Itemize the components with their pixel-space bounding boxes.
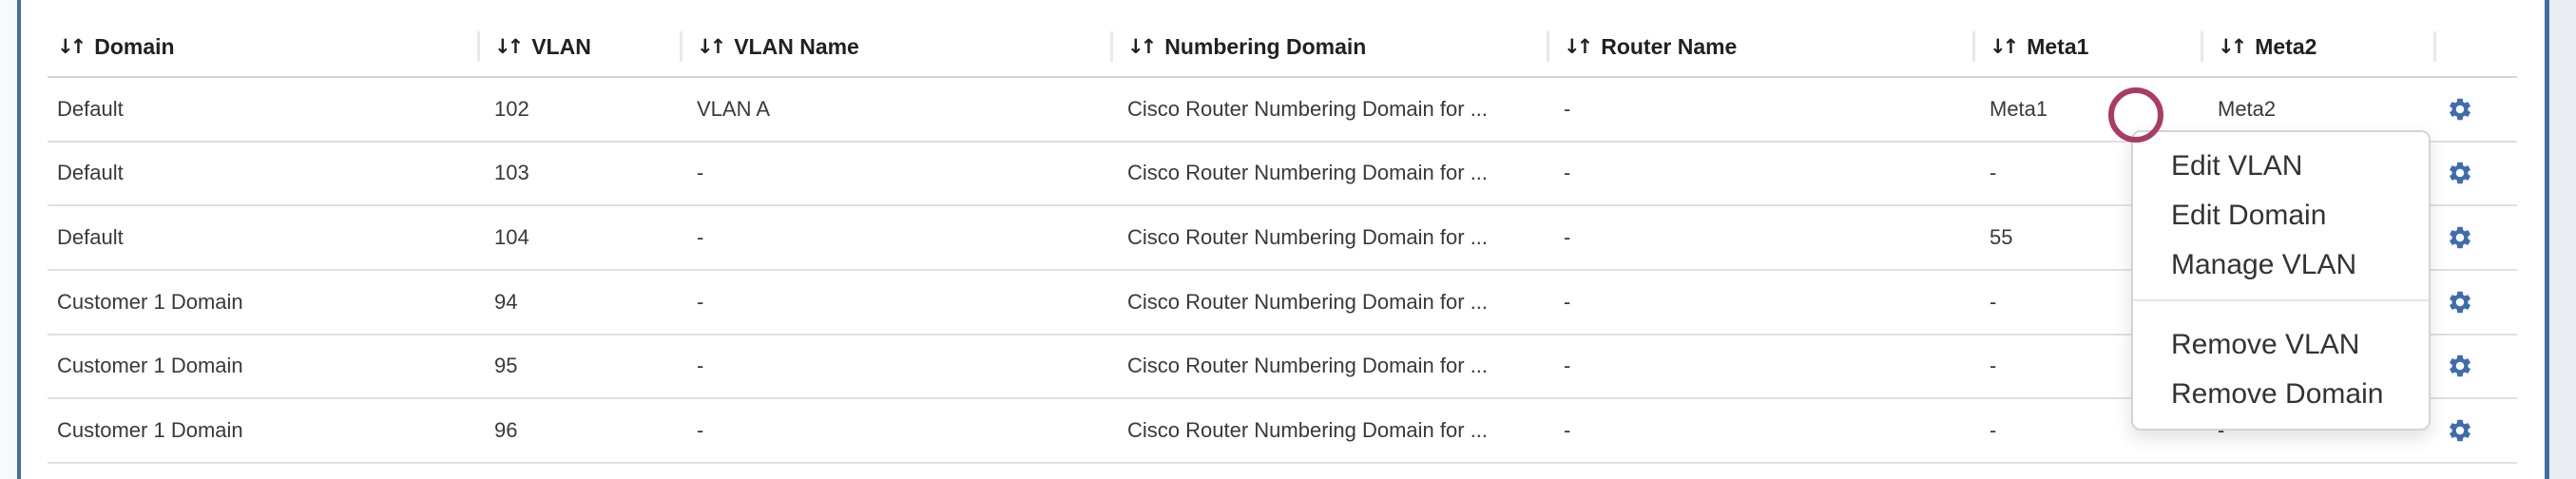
gear-icon <box>2450 163 2470 184</box>
cell-meta1: - <box>1990 418 1997 443</box>
row-actions-context-menu: Edit VLAN Edit Domain Manage VLAN Remove… <box>2131 130 2431 431</box>
column-header-label: Numbering Domain <box>1164 33 1367 59</box>
cell-vlan: 95 <box>494 354 518 378</box>
cell-domain: Customer 1 Domain <box>57 289 243 314</box>
sort-icon: ↓↑ <box>1127 35 1157 58</box>
column-header-numbering-domain[interactable]: ↓↑ Numbering Domain <box>1110 0 1547 76</box>
row-actions-gear-button[interactable] <box>2447 289 2473 316</box>
cell-meta1: Meta1 <box>1990 96 2048 121</box>
panel-left-border <box>17 0 21 479</box>
menu-item-edit-vlan[interactable]: Edit VLAN <box>2171 150 2303 182</box>
cell-domain: Default <box>57 96 124 121</box>
cell-router-name: - <box>1564 354 1571 378</box>
table-row: Customer 1 Domain 96 - Cisco Router Numb… <box>48 399 2517 464</box>
column-header-label: Meta1 <box>2027 33 2089 59</box>
cell-vlan: 96 <box>494 418 518 443</box>
cell-actions <box>2433 399 2517 462</box>
cell-actions <box>2433 206 2517 269</box>
sort-icon: ↓↑ <box>697 35 726 58</box>
cell-numbering-domain: Cisco Router Numbering Domain for ... <box>1127 225 1489 250</box>
cell-meta1: 55 <box>1990 225 2013 250</box>
menu-item-remove-vlan[interactable]: Remove VLAN <box>2171 329 2360 360</box>
cell-vlan-name: - <box>697 289 704 314</box>
table-row: Customer 1 Domain 94 - Cisco Router Numb… <box>48 271 2517 335</box>
cell-router-name: - <box>1564 96 1571 121</box>
cell-vlan-name: - <box>697 225 704 250</box>
cell-actions <box>2433 78 2517 141</box>
menu-item-edit-domain[interactable]: Edit Domain <box>2171 200 2327 231</box>
column-header-label: Router Name <box>1601 33 1738 59</box>
column-header-label: Meta2 <box>2255 33 2317 59</box>
cell-numbering-domain: Cisco Router Numbering Domain for ... <box>1127 96 1489 121</box>
sort-icon: ↓↑ <box>2218 35 2247 58</box>
gear-icon <box>2450 419 2470 442</box>
vlan-table: ↓↑ Domain ↓↑ VLAN ↓↑ VLAN Name ↓↑ Number… <box>48 0 2517 464</box>
cell-meta1: - <box>1990 161 1997 185</box>
column-header-vlan-name[interactable]: ↓↑ VLAN Name <box>680 0 1110 76</box>
table-row: Default 102 VLAN A Cisco Router Numberin… <box>48 78 2517 143</box>
cell-actions <box>2433 143 2517 205</box>
row-actions-gear-button[interactable] <box>2447 160 2473 186</box>
row-actions-gear-button[interactable] <box>2447 224 2473 251</box>
cell-vlan: 103 <box>494 161 529 185</box>
cell-vlan-name: - <box>697 161 704 185</box>
sort-icon: ↓↑ <box>494 35 524 58</box>
cell-meta1: - <box>1990 354 1997 378</box>
column-header-vlan[interactable]: ↓↑ VLAN <box>477 0 680 76</box>
cell-vlan: 102 <box>494 96 529 121</box>
cell-vlan-name: - <box>697 354 704 378</box>
cell-vlan: 94 <box>494 289 518 314</box>
cell-router-name: - <box>1564 418 1571 443</box>
cell-actions <box>2433 271 2517 334</box>
page-left-margin <box>0 0 17 479</box>
table-row: Customer 1 Domain 95 - Cisco Router Numb… <box>48 335 2517 400</box>
menu-item-remove-domain[interactable]: Remove Domain <box>2171 378 2384 410</box>
annotation-circle <box>2108 87 2163 143</box>
menu-item-manage-vlan[interactable]: Manage VLAN <box>2171 249 2357 280</box>
table-row: Default 103 - Cisco Router Numbering Dom… <box>48 143 2517 207</box>
gear-icon <box>2450 98 2470 121</box>
cell-numbering-domain: Cisco Router Numbering Domain for ... <box>1127 161 1489 185</box>
column-header-label: VLAN Name <box>734 33 859 59</box>
cell-domain: Customer 1 Domain <box>57 418 243 443</box>
column-header-actions <box>2433 0 2517 76</box>
cell-router-name: - <box>1564 225 1571 250</box>
cell-vlan-name: - <box>697 418 704 443</box>
cell-router-name: - <box>1564 289 1571 314</box>
table-header-row: ↓↑ Domain ↓↑ VLAN ↓↑ VLAN Name ↓↑ Number… <box>48 0 2517 78</box>
sort-icon: ↓↑ <box>57 35 87 58</box>
column-header-meta1[interactable]: ↓↑ Meta1 <box>1972 0 2201 76</box>
panel-right-border <box>2545 0 2549 479</box>
gear-icon <box>2450 291 2470 313</box>
row-actions-gear-button[interactable] <box>2447 353 2473 379</box>
cell-meta1: - <box>1990 289 1997 314</box>
gear-icon <box>2450 355 2470 377</box>
sort-icon: ↓↑ <box>1564 35 1593 58</box>
row-actions-gear-button[interactable] <box>2447 96 2473 123</box>
row-actions-gear-button[interactable] <box>2447 417 2473 444</box>
menu-divider <box>2133 299 2429 301</box>
cell-domain: Default <box>57 225 124 250</box>
column-header-meta2[interactable]: ↓↑ Meta2 <box>2201 0 2433 76</box>
cell-router-name: - <box>1564 161 1571 185</box>
table-row: Default 104 - Cisco Router Numbering Dom… <box>48 206 2517 271</box>
cell-numbering-domain: Cisco Router Numbering Domain for ... <box>1127 289 1489 314</box>
gear-icon <box>2450 226 2470 249</box>
cell-meta2: Meta2 <box>2218 96 2277 121</box>
page-right-gutter <box>2549 0 2576 479</box>
cell-numbering-domain: Cisco Router Numbering Domain for ... <box>1127 418 1489 443</box>
sort-icon: ↓↑ <box>1990 35 2019 58</box>
cell-domain: Default <box>57 161 124 185</box>
column-header-label: Domain <box>94 33 175 59</box>
cell-vlan-name: VLAN A <box>697 96 771 121</box>
column-header-domain[interactable]: ↓↑ Domain <box>48 0 477 76</box>
column-header-label: VLAN <box>531 33 591 59</box>
column-header-router-name[interactable]: ↓↑ Router Name <box>1547 0 1972 76</box>
cell-domain: Customer 1 Domain <box>57 354 243 378</box>
cell-vlan: 104 <box>494 225 529 250</box>
cell-actions <box>2433 335 2517 398</box>
cell-numbering-domain: Cisco Router Numbering Domain for ... <box>1127 354 1489 378</box>
